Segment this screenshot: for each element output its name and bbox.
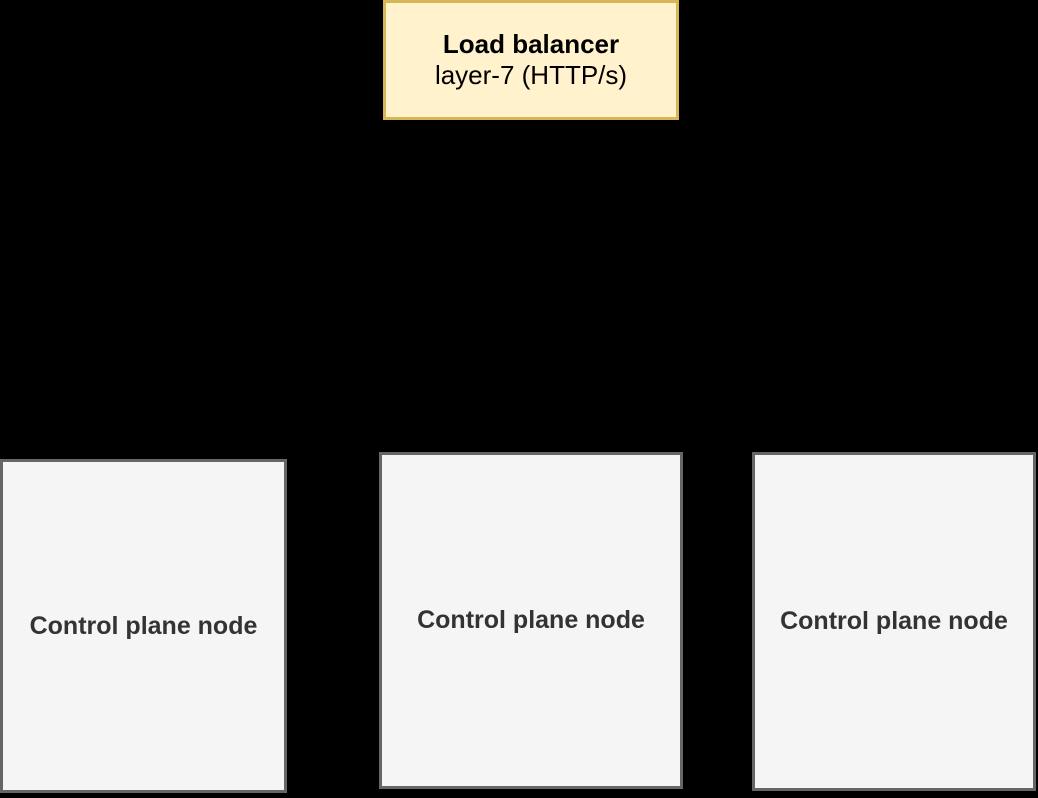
load-balancer-subtitle: layer-7 (HTTP/s) — [434, 60, 628, 90]
control-plane-node-label: Control plane node — [780, 607, 1008, 635]
load-balancer-title: Load balancer — [442, 29, 620, 59]
control-plane-node-label: Control plane node — [417, 606, 645, 634]
control-plane-node-box-1: Control plane node — [0, 459, 287, 793]
control-plane-node-box-2: Control plane node — [379, 452, 683, 789]
control-plane-node-box-3: Control plane node — [752, 452, 1036, 791]
load-balancer-box: Load balancer layer-7 (HTTP/s) — [383, 0, 679, 120]
control-plane-node-label: Control plane node — [29, 611, 258, 640]
